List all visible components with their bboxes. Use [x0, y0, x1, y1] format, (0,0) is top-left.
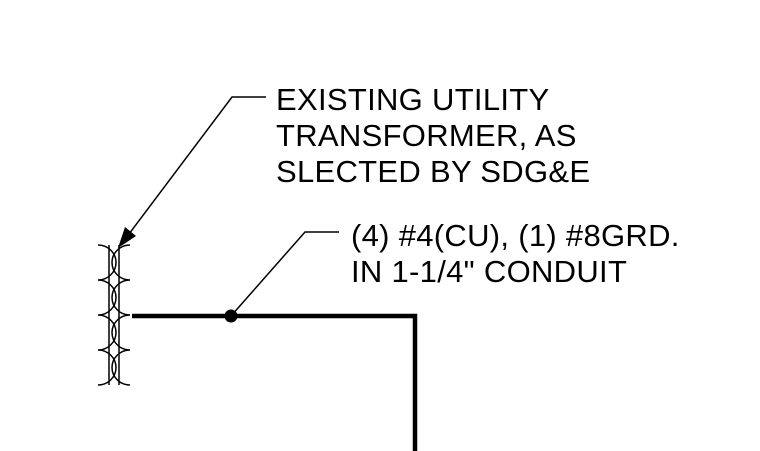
transformer-note-line-1: EXISTING UTILITY [276, 82, 550, 117]
transformer-primary-coil [97, 244, 117, 386]
conduit-note-line-2: IN 1-1/4" CONDUIT [351, 254, 628, 289]
transformer-leader [118, 96, 266, 248]
conduit-note-line-1: (4) #4(CU), (1) #8GRD. [351, 218, 680, 253]
transformer-note-line-3: SLECTED BY SDG&E [276, 154, 591, 189]
conduit-note: (4) #4(CU), (1) #8GRD. IN 1-1/4" CONDUIT [351, 218, 680, 290]
transformer-leader-line [125, 96, 266, 239]
conduit-leader-line [230, 231, 339, 317]
transformer-leader-arrowhead [118, 227, 136, 248]
transformer-note-line-2: TRANSFORMER, AS [276, 118, 577, 153]
feeder-conductor [132, 313, 418, 451]
transformer-note: EXISTING UTILITY TRANSFORMER, AS SLECTED… [276, 82, 590, 190]
transformer-symbol [97, 244, 131, 386]
transformer-secondary-coil [111, 244, 131, 386]
